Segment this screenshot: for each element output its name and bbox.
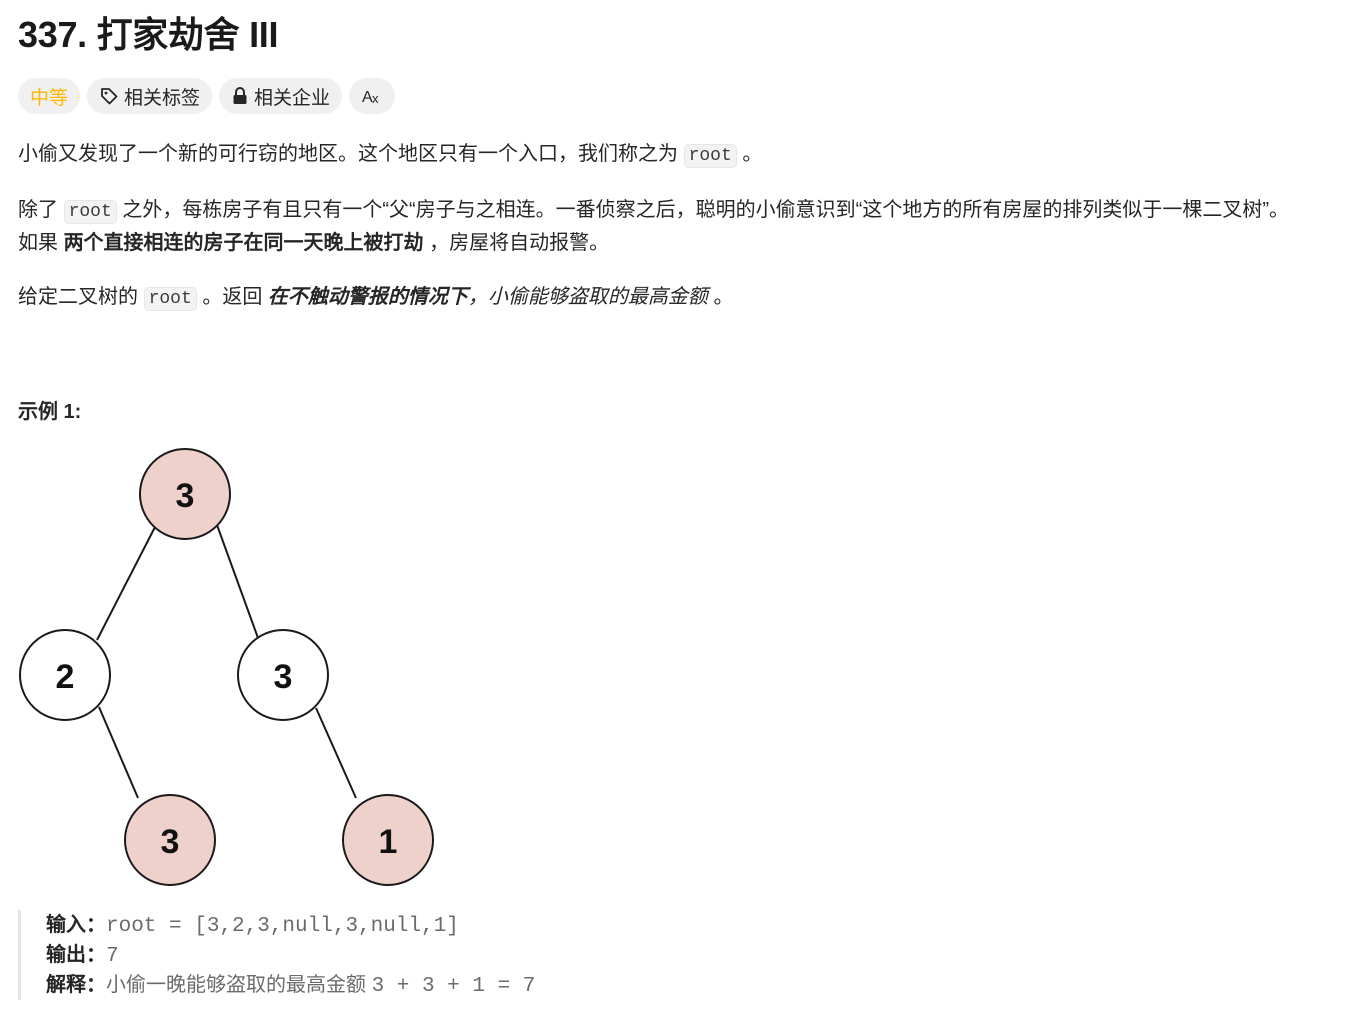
p3-italic-text: ，小偷能够盗取的最高金额: [467, 286, 708, 308]
description-paragraph-1: 小偷又发现了一个新的可行窃的地区。这个地区只有一个入口，我们称之为 root 。: [18, 139, 762, 172]
tree-node-left: 2: [19, 629, 111, 721]
lock-icon: [231, 86, 249, 106]
inline-code-root: root: [143, 287, 197, 311]
binary-tree-diagram: 3 2 3 3 1: [19, 448, 434, 886]
tree-node-root: 3: [139, 448, 231, 540]
tree-edge: [216, 524, 259, 639]
description-paragraph-3: 给定二叉树的 root 。返回 在不触动警报的情况下，小偷能够盗取的最高金额 。: [18, 282, 733, 315]
related-companies-label: 相关企业: [254, 87, 331, 109]
example-title: 示例 1:: [18, 401, 82, 423]
output-label: 输出：: [46, 944, 106, 966]
p1-text: 小偷又发现了一个新的可行窃的地区。这个地区只有一个入口，我们称之为: [18, 143, 678, 165]
p2-text-a: 除了: [18, 199, 58, 221]
problem-title: 337. 打家劫舍 III: [18, 14, 279, 55]
tree-node-circle: [124, 794, 216, 886]
example-input-line: 输入：root = [3,2,3,null,3,null,1]: [46, 910, 535, 940]
input-value: root = [3,2,3,null,3,null,1]: [106, 915, 459, 938]
tree-node-circle: [139, 448, 231, 540]
tree-edge: [315, 707, 357, 799]
difficulty-label: 中等: [30, 87, 69, 109]
tree-node-value: 3: [176, 477, 195, 515]
related-companies-button[interactable]: 相关企业: [219, 78, 343, 114]
description-paragraph-2: 除了 root 之外，每栋房子有且只有一个“父“房子与之相连。一番侦察之后，聪明…: [18, 195, 1289, 259]
inline-code-root: root: [63, 200, 117, 224]
related-tags-button[interactable]: 相关标签: [87, 78, 213, 114]
tree-node-value: 2: [56, 658, 75, 696]
p2-bold-text: 两个直接相连的房子在同一天晚上被打劫: [63, 232, 424, 254]
explanation-formula: 3 + 3 + 1 = 7: [371, 975, 536, 998]
example-io-block: 输入：root = [3,2,3,null,3,null,1] 输出：7 解释：…: [18, 910, 535, 1000]
font-toggle-button[interactable]: A x: [349, 78, 396, 114]
difficulty-badge: 中等: [18, 78, 81, 114]
related-tags-label: 相关标签: [124, 87, 201, 109]
example-output-line: 输出：7: [46, 940, 535, 970]
p2-text-b: 之外，每栋房子有且只有一个“父“房子与之相连。一番侦察之后，聪明的小偷意识到“这…: [122, 199, 1289, 221]
tree-node-right-right: 1: [342, 794, 434, 886]
p1-end: 。: [742, 143, 763, 165]
svg-text:x: x: [372, 91, 379, 106]
p2-text-c: 如果: [18, 232, 58, 254]
input-label: 输入：: [46, 914, 106, 936]
explanation-label: 解释：: [46, 974, 106, 996]
tree-edge: [98, 706, 139, 799]
tree-edge: [96, 526, 156, 641]
tree-node-circle: [237, 629, 329, 721]
explanation-text: 小偷一晚能够盗取的最高金额: [106, 974, 366, 996]
tag-icon: [99, 86, 119, 106]
tag-bar: 中等 相关标签 相关企业 A: [18, 78, 396, 114]
p2-text-d: ，房屋将自动报警。: [429, 232, 610, 254]
p3-text-a: 给定二叉树的: [18, 286, 138, 308]
inline-code-root: root: [683, 144, 737, 168]
tree-node-right: 3: [237, 629, 329, 721]
tree-node-value: 3: [274, 658, 293, 696]
tree-node-circle: [342, 794, 434, 886]
p3-end: 。: [713, 286, 734, 308]
tree-node-value: 1: [379, 823, 398, 861]
example-explanation-line: 解释：小偷一晚能够盗取的最高金额 3 + 3 + 1 = 7: [46, 970, 535, 1000]
tree-node-circle: [19, 629, 111, 721]
tree-node-value: 3: [161, 823, 180, 861]
output-value: 7: [106, 945, 119, 968]
p3-text-b: 。返回: [202, 286, 263, 308]
p3-bold-italic-text: 在不触动警报的情况下: [267, 286, 468, 308]
translate-icon: A x: [361, 86, 383, 106]
tree-node-left-right: 3: [124, 794, 216, 886]
svg-text:A: A: [362, 89, 373, 106]
